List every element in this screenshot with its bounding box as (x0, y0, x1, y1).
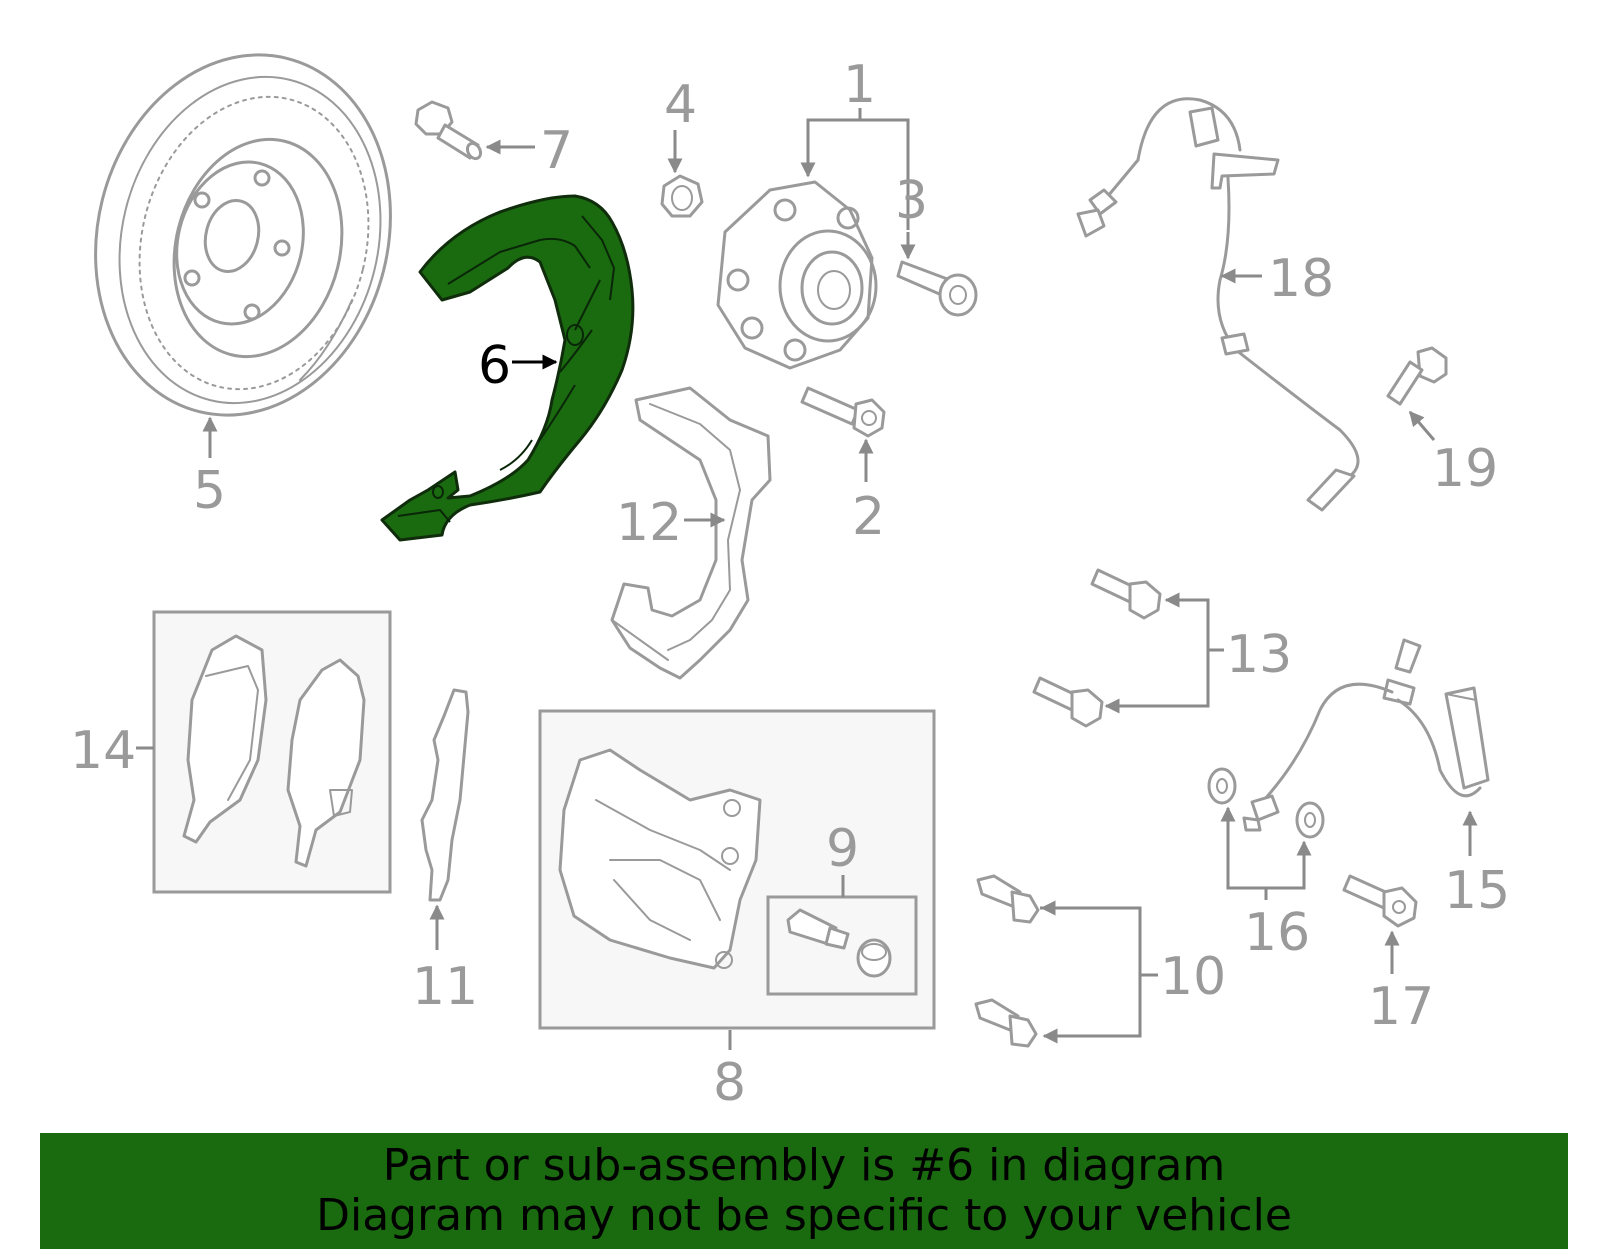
callout-8: 8 (713, 1053, 746, 1113)
part-14-brake-pads[interactable] (182, 634, 366, 868)
part-7-bolt[interactable] (414, 100, 483, 161)
callout-13: 13 (1226, 625, 1292, 685)
info-banner: Part or sub-assembly is #6 in diagram Di… (40, 1133, 1568, 1249)
part-10-guide-pins[interactable] (974, 874, 1040, 1048)
callout-14: 14 (70, 721, 136, 781)
callout-15: 15 (1444, 861, 1510, 921)
part-13-bolts[interactable] (1032, 568, 1162, 728)
callout-18: 18 (1268, 249, 1334, 309)
callout-5: 5 (193, 461, 226, 521)
part-11-clip[interactable] (420, 688, 470, 902)
part-9-guide-pin-kit[interactable] (786, 908, 892, 978)
callout-4: 4 (664, 75, 697, 135)
part-3-hub-bolt[interactable] (896, 260, 978, 317)
part-2-bolt[interactable] (800, 386, 886, 438)
brake-shield-body[interactable] (380, 194, 635, 542)
part-8-caliper[interactable] (558, 748, 762, 970)
part-12-caliper-bracket[interactable] (610, 386, 772, 680)
banner-line-disclaimer: Diagram may not be specific to your vehi… (316, 1190, 1292, 1241)
callout-2: 2 (852, 487, 885, 547)
callout-12: 12 (616, 493, 682, 553)
leader-10 (1040, 906, 1142, 1038)
callout-17: 17 (1368, 977, 1434, 1037)
callout-3: 3 (895, 171, 928, 231)
part-4-nut[interactable] (660, 174, 704, 218)
part-16-washers[interactable] (1207, 767, 1325, 839)
part-19-bolt[interactable] (1386, 346, 1448, 406)
leader-19 (1408, 410, 1436, 441)
part-6-brake-shield[interactable] (380, 194, 635, 542)
part-18-abs-sensor-wire[interactable] (1076, 97, 1360, 512)
callout-1: 1 (843, 55, 876, 115)
callout-7: 7 (540, 121, 573, 181)
callout-10: 10 (1160, 947, 1226, 1007)
part-1-hub-assembly[interactable] (716, 180, 878, 370)
part-15-brake-hose[interactable] (1242, 638, 1490, 832)
leader-13 (1110, 598, 1210, 708)
callout-16: 16 (1244, 903, 1310, 963)
callout-19: 19 (1432, 439, 1498, 499)
banner-line-part: Part or sub-assembly is #6 in diagram (382, 1140, 1226, 1191)
part-5-brake-rotor[interactable] (58, 23, 427, 446)
callout-11: 11 (412, 957, 478, 1017)
leader-16 (1226, 812, 1306, 890)
callout-9: 9 (826, 819, 859, 879)
part-17-bolt[interactable] (1342, 874, 1418, 928)
callout-6: 6 (478, 336, 511, 396)
